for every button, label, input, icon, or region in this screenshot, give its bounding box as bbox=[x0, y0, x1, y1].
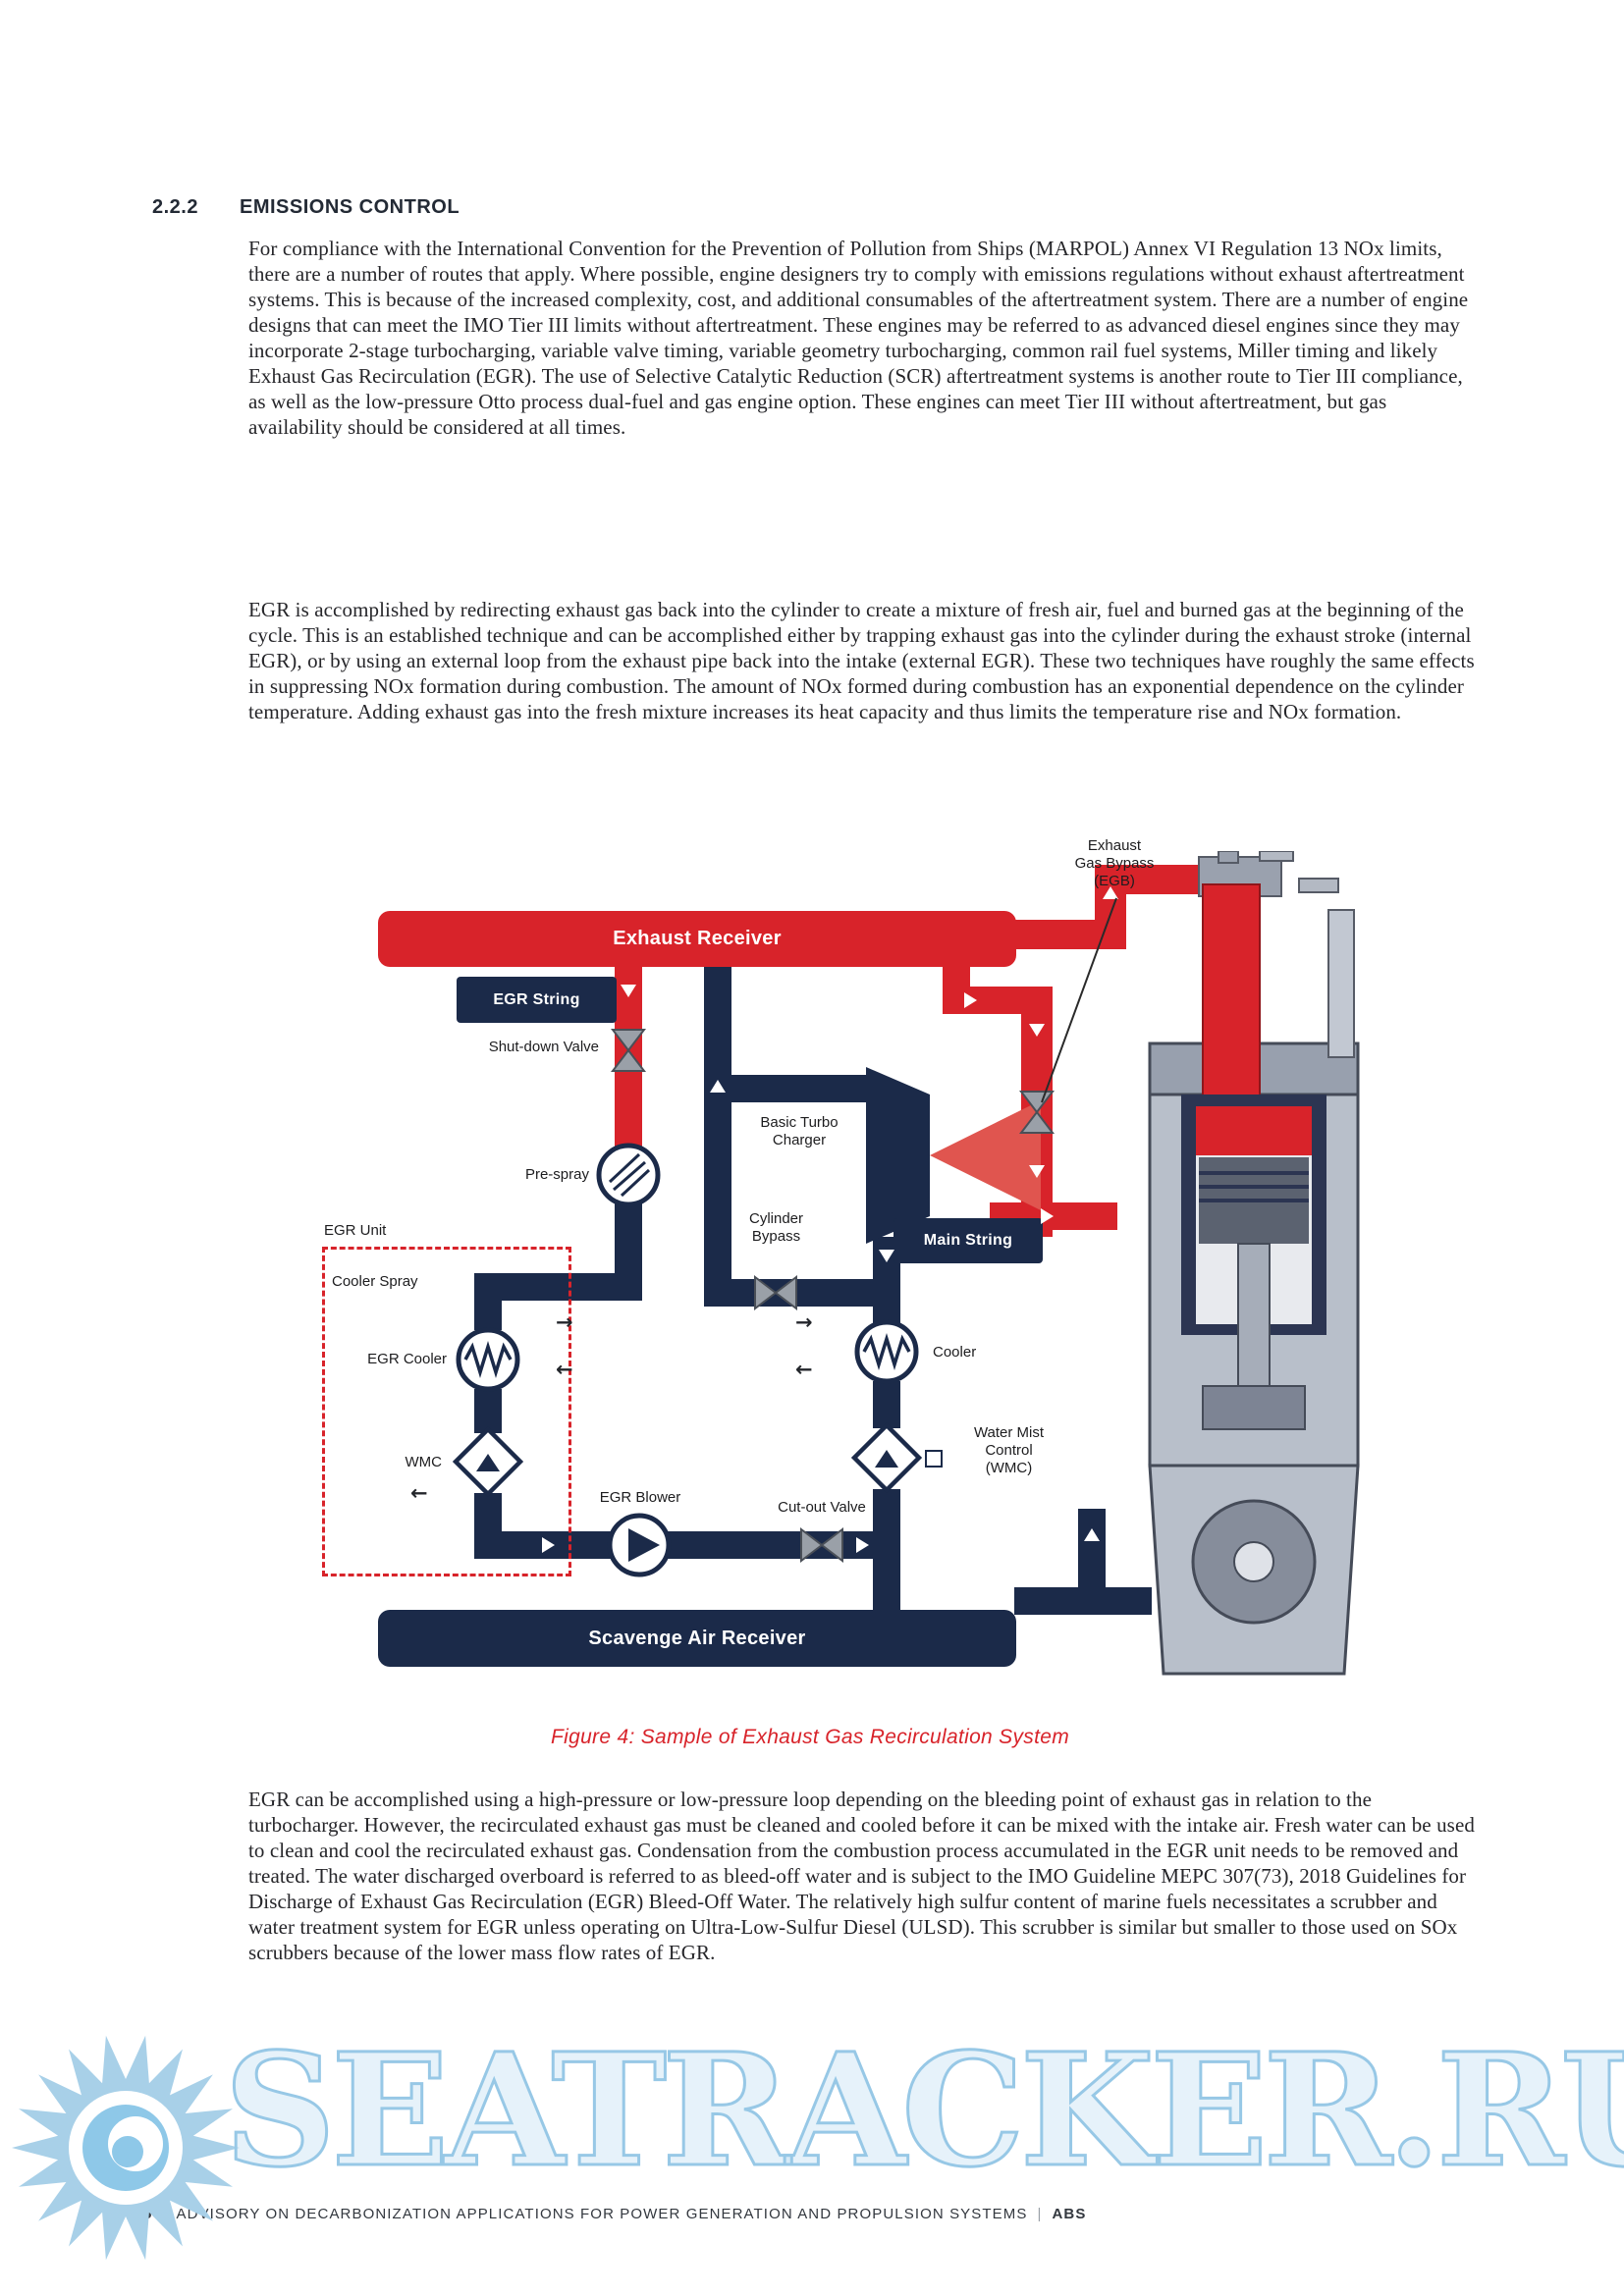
flow-arrow-down-icon bbox=[1029, 1024, 1045, 1037]
footer-text: ADVISORY ON DECARBONIZATION APPLICATIONS… bbox=[176, 2205, 1028, 2222]
footer-brand: ABS bbox=[1052, 2205, 1087, 2222]
engine-cross-section bbox=[1148, 851, 1360, 1676]
flow-arrow-up-icon bbox=[1103, 886, 1118, 899]
paragraph-2: EGR is accomplished by redirecting exhau… bbox=[248, 598, 1475, 723]
main-string-box: Main String bbox=[893, 1218, 1043, 1263]
scavenge-air-receiver-label: Scavenge Air Receiver bbox=[588, 1627, 806, 1649]
cylinder-bypass-label: Cylinder Bypass bbox=[748, 1210, 804, 1245]
main-cooler-icon bbox=[854, 1319, 919, 1384]
wmc-sensor-box bbox=[925, 1450, 943, 1468]
flow-arrow-down-icon bbox=[879, 1250, 894, 1262]
exhaust-gas-bypass-label: Exhaust Gas Bypass (EGB) bbox=[1074, 837, 1155, 889]
pre-spray-label: Pre-spray bbox=[524, 1166, 589, 1183]
flow-arrow-down-icon bbox=[1029, 1165, 1045, 1178]
pre-spray-icon bbox=[596, 1143, 661, 1207]
flow-arrow-right-icon bbox=[964, 992, 977, 1008]
footer-separator: | bbox=[1037, 2205, 1043, 2222]
cut-out-valve-label: Cut-out Valve bbox=[778, 1499, 866, 1516]
sun-logo-icon bbox=[12, 2035, 240, 2261]
flow-arrow-up-icon bbox=[710, 1080, 726, 1093]
egr-system-diagram: Exhaust Receiver Scavenge Air Receiver E… bbox=[265, 829, 1365, 1693]
exhaust-receiver-label: Exhaust Receiver bbox=[613, 928, 782, 949]
paragraph-1: For compliance with the International Co… bbox=[248, 237, 1469, 439]
egr-blower-label: EGR Blower bbox=[599, 1489, 681, 1506]
shut-down-valve-label: Shut-down Valve bbox=[488, 1039, 599, 1055]
egr-string-box: EGR String bbox=[457, 977, 617, 1023]
pipe-scavenge-link-v bbox=[1078, 1509, 1106, 1595]
exhaust-receiver-bar: Exhaust Receiver bbox=[378, 911, 1016, 967]
basic-turbo-charger-label: Basic Turbo Charger bbox=[760, 1114, 839, 1148]
figure-caption: Figure 4: Sample of Exhaust Gas Recircul… bbox=[551, 1726, 1069, 1748]
scavenge-air-receiver-bar: Scavenge Air Receiver bbox=[378, 1610, 1016, 1667]
egr-unit-label: EGR Unit bbox=[324, 1222, 387, 1239]
water-mist-control-label: Water Mist Control (WMC) bbox=[973, 1424, 1045, 1476]
turbocharger-icon bbox=[866, 1067, 1041, 1244]
section-number: 2.2.2 bbox=[152, 196, 198, 218]
egr-cooler-icon bbox=[456, 1327, 520, 1392]
spray-out-arrow-icon: ← bbox=[795, 1358, 813, 1381]
pipe-egr-v1 bbox=[474, 1273, 502, 1330]
cut-out-valve-icon bbox=[800, 1527, 843, 1563]
spray-in-arrow-icon: → bbox=[795, 1310, 813, 1334]
flow-arrow-right-icon bbox=[542, 1537, 555, 1553]
cooler-label: Cooler bbox=[933, 1344, 977, 1361]
section-title: EMISSIONS CONTROL bbox=[239, 196, 460, 218]
watermark: SEATRACKER.RU bbox=[0, 2014, 1624, 2296]
wmc-label: WMC bbox=[405, 1454, 443, 1470]
egr-unit-outline bbox=[322, 1247, 571, 1576]
footer-page-number: 8 bbox=[142, 2204, 152, 2222]
flow-arrow-right-icon bbox=[856, 1537, 869, 1553]
pipe-jog bbox=[474, 1273, 642, 1301]
pipe-cylinder-bypass bbox=[704, 965, 731, 1307]
cylinder-bypass-valve-icon bbox=[754, 1275, 797, 1310]
pipe-main-mid1 bbox=[873, 1381, 900, 1428]
paragraph-3: EGR can be accomplished using a high-pre… bbox=[248, 1788, 1475, 1964]
main-wmc-icon bbox=[851, 1422, 922, 1493]
page-footer: 8 | ADVISORY ON DECARBONIZATION APPLICAT… bbox=[142, 2204, 1537, 2223]
flow-arrow-down-icon bbox=[621, 985, 636, 997]
egr-wmc-icon bbox=[453, 1426, 523, 1497]
watermark-text: SEATRACKER.RU bbox=[223, 2019, 1624, 2204]
spray-in-arrow-icon: → bbox=[556, 1310, 573, 1334]
cooler-spray-label: Cooler Spray bbox=[332, 1273, 418, 1290]
drain-arrow-icon: ← bbox=[410, 1481, 428, 1505]
pipe-egr-v2 bbox=[474, 1389, 502, 1433]
flow-arrow-right-icon bbox=[1041, 1208, 1054, 1224]
egr-blower-icon bbox=[607, 1513, 672, 1577]
spray-out-arrow-icon: ← bbox=[556, 1358, 573, 1381]
egr-cooler-label: EGR Cooler bbox=[367, 1351, 447, 1367]
flow-arrow-up-icon bbox=[1084, 1528, 1100, 1541]
pipe-main-lower bbox=[873, 1531, 900, 1610]
footer-separator: | bbox=[161, 2205, 167, 2222]
pipe-turbo-link bbox=[704, 1075, 871, 1102]
egb-pointer-line bbox=[1041, 897, 1117, 1103]
section-heading: 2.2.2 EMISSIONS CONTROL bbox=[152, 196, 460, 219]
shut-down-valve-icon bbox=[611, 1029, 646, 1072]
